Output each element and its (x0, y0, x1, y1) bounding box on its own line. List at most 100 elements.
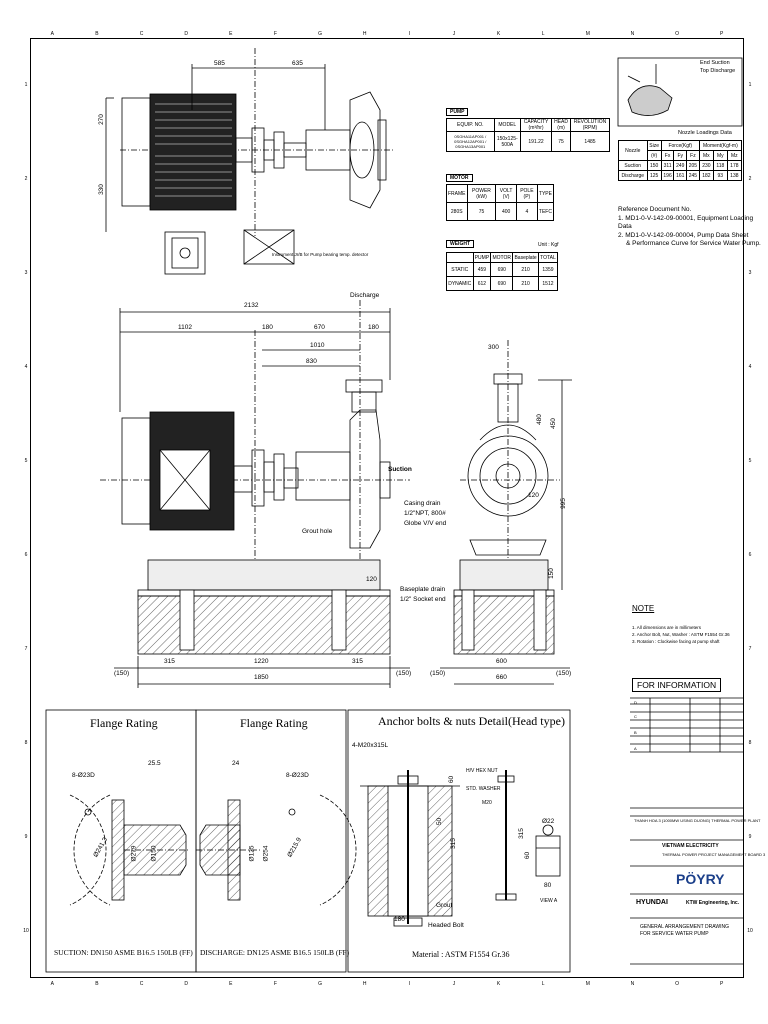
weight-static-base: 210 (512, 262, 539, 277)
zone-top-j: J (452, 31, 456, 37)
employer-name: VIETNAM ELECTRICITY (662, 843, 719, 849)
zone-left-6: 6 (24, 552, 28, 558)
anchor-washer: STD. WASHER (466, 786, 501, 792)
rev-b: B (634, 730, 637, 735)
motor-power: 75 (466, 202, 497, 221)
dim-330: 330 (97, 184, 105, 195)
nozzle-suction-fx: 311 (660, 160, 675, 171)
nozzle-header-size: Size (646, 140, 662, 151)
nozzle-discharge-mz: 138 (726, 170, 743, 181)
zone-bottom-n: N (630, 981, 635, 987)
zone-bottom-e: E (229, 981, 233, 987)
motor-volt: 400 (495, 202, 517, 221)
nozzle-sub-mz: Mz (726, 150, 743, 161)
zone-top-m: M (585, 31, 590, 37)
baseplate-drain-label: Baseplate drain (400, 586, 446, 593)
end-view (440, 340, 572, 685)
weight-header-motor: MOTOR (490, 252, 514, 263)
flange-discharge-caption: DISCHARGE: DN125 ASME B16.5 150LB (FF) (200, 948, 350, 957)
dim-180a: 180 (262, 324, 273, 331)
zone-right-9: 9 (748, 834, 752, 840)
zone-right-1: 1 (748, 82, 752, 88)
dim-180b: 180 (368, 324, 379, 331)
dim-150-end-right: (150) (556, 670, 572, 677)
anchor-dim-315b: 315 (517, 828, 525, 839)
motor-pole: 4 (515, 202, 538, 221)
weight-dynamic-pump: 612 (472, 276, 492, 291)
grout-hole-label: Grout hole (302, 528, 333, 535)
anchor-dim-80: 80 (544, 882, 552, 889)
motor-header-frame: FRAME (446, 184, 468, 203)
nozzle-sub-my: My (712, 150, 728, 161)
zone-top-e: E (229, 31, 233, 37)
anchor-panel (347, 709, 571, 973)
weight-header-blank (446, 252, 474, 263)
rev-d: D (634, 700, 637, 705)
motor-header-type: TYPE (536, 184, 555, 203)
note-item-1: 1. All dimensions are in millimeters (632, 625, 702, 630)
zone-top-h: H (362, 31, 367, 37)
zone-right-4: 4 (748, 364, 752, 370)
zone-top-g: G (318, 31, 322, 37)
weight-dynamic-motor: 690 (490, 276, 514, 291)
weight-dynamic-total: 1512 (537, 276, 559, 291)
dim-315-right: 315 (352, 658, 363, 665)
dim-150-end: 150 (547, 568, 555, 579)
casing-drain-label: Casing drain (404, 500, 441, 507)
nozzle-discharge-mx: 182 (698, 170, 714, 181)
pump-capacity: 191.22 (519, 131, 553, 152)
weight-dynamic-label: DYNAMIC (446, 276, 474, 291)
nozzle-sub-fy: Fy (673, 150, 688, 161)
nozzle-suction-mz: 178 (726, 160, 743, 171)
zone-bottom-h: H (362, 981, 367, 987)
discharge-label: Discharge (350, 292, 380, 299)
zone-right-10: 10 (747, 928, 753, 934)
zone-bottom-g: G (318, 981, 322, 987)
nozzle-sub-fx: Fx (660, 150, 675, 161)
motor-header-power: POWER (kW) (466, 184, 497, 203)
pump-equip: 0SGHA11AP001 / 0SGHA12AP001 / 0SGHA13AP0… (446, 131, 495, 152)
nozzle-discharge-fx: 196 (660, 170, 675, 181)
dim-150-end-left: (150) (430, 670, 446, 677)
pump-header-rev: REVOLUTION (RPM) (569, 118, 611, 132)
flange-suction-od: Ø279 (130, 845, 138, 862)
instrument-label: Instrument Jr/B for Pump bearing temp. d… (272, 252, 369, 257)
flange-suction-title: Flange Rating (90, 716, 158, 730)
anchor-bolt-spec: 4-M20x315L (352, 742, 389, 749)
dim-660: 660 (496, 674, 507, 681)
motor-type: TEFC (536, 202, 555, 221)
note-item-3: 3. Rotation : Clockwise facing at pump s… (632, 639, 720, 644)
dim-670: 670 (314, 324, 325, 331)
reference-item-3: & Performance Curve for Service Water Pu… (626, 240, 761, 247)
zone-top-a: A (50, 31, 54, 37)
anchor-dim-22: Ø22 (542, 818, 555, 825)
zone-left-5: 5 (24, 458, 28, 464)
zone-right-7: 7 (748, 646, 752, 652)
zone-top-k: K (496, 31, 501, 37)
zone-bottom-a: A (50, 981, 54, 987)
zone-bottom-c: C (139, 981, 144, 987)
pump-rev: 1485 (569, 131, 611, 152)
end-suction-label: End Suction (700, 60, 730, 66)
pump-header-model: MODEL (493, 118, 521, 132)
zone-bottom-l: L (541, 981, 545, 987)
nozzle-title: Nozzle Loadings Data (678, 130, 732, 136)
flange-discharge-panel (195, 709, 347, 973)
elevation-view (100, 300, 410, 688)
grout-label: Grout (436, 902, 453, 909)
nozzle-discharge-label: Discharge (618, 170, 648, 181)
zone-bottom-b: B (95, 981, 99, 987)
motor-frame: 280S (446, 202, 468, 221)
globe-valve-label: Globe V/V end (404, 520, 447, 527)
zone-top-b: B (95, 31, 99, 37)
flange-discharge-title: Flange Rating (240, 716, 308, 730)
zone-right-6: 6 (748, 552, 752, 558)
zone-bottom-m: M (585, 981, 590, 987)
title-block-lines (630, 697, 744, 965)
pump-header-equip: EQUIP. NO. (446, 118, 495, 132)
drawing-border (30, 38, 744, 978)
nozzle-discharge-size: 125 (646, 170, 662, 181)
dim-1220: 1220 (254, 658, 269, 665)
